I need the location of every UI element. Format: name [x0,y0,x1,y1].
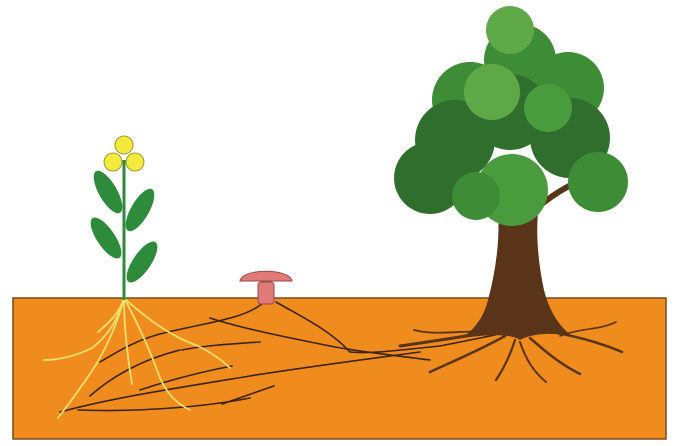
mushroom-cap [240,271,292,281]
flower [104,153,122,171]
flower [126,153,144,171]
plant-leaf [121,237,163,287]
plant-leaf [85,213,127,263]
mushroom-stem [258,282,274,304]
tree-canopy [394,6,628,226]
plant-leaf [88,167,128,218]
plant-leaf [120,185,160,236]
flowering-plant [85,136,163,300]
flower [115,136,133,154]
